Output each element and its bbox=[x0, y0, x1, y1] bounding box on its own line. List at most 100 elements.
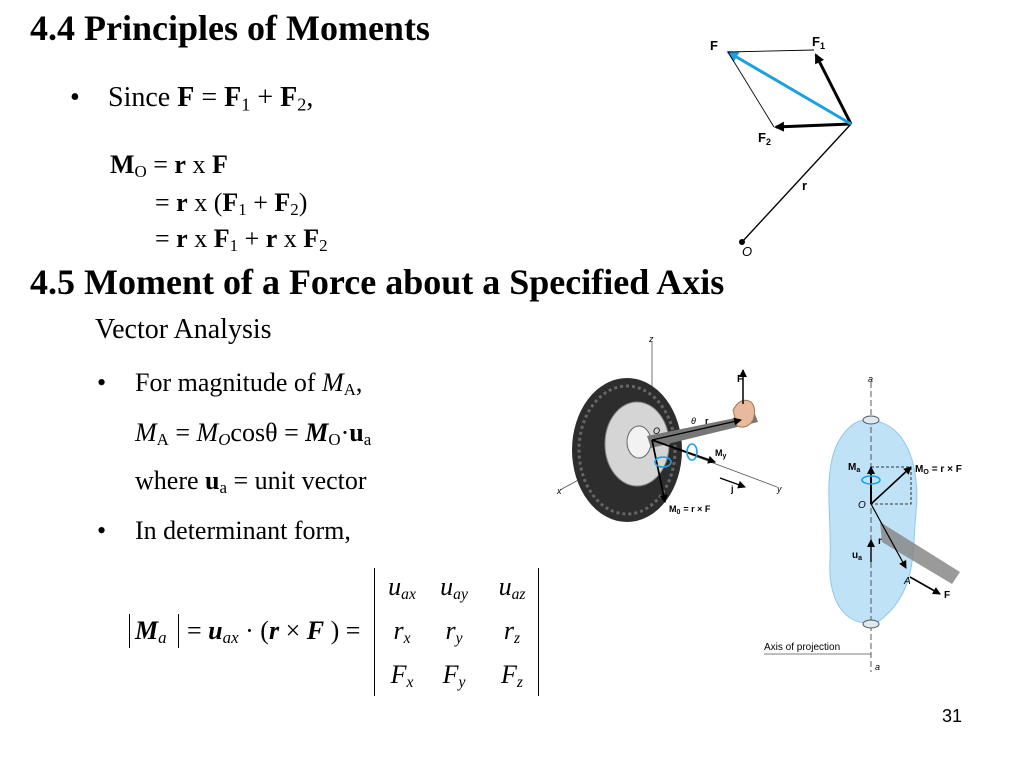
label-r: r bbox=[802, 178, 807, 193]
parallelogram-edge bbox=[727, 49, 815, 53]
sym-r: r bbox=[176, 224, 188, 253]
label-O: O bbox=[858, 500, 866, 511]
comma: , bbox=[355, 368, 363, 397]
moment-arc bbox=[861, 475, 881, 485]
label-a-top: a bbox=[868, 374, 873, 384]
sym-u: u bbox=[208, 616, 223, 645]
bullet: • bbox=[97, 368, 107, 397]
eq-sign: = bbox=[153, 150, 168, 179]
equation-line-1: MO = r x F bbox=[110, 150, 228, 180]
sub-A: A bbox=[343, 380, 356, 400]
force-arrow bbox=[909, 576, 941, 595]
label-y: y bbox=[776, 484, 782, 494]
title-principles-of-moments: 4.4 Principles of Moments bbox=[30, 8, 430, 48]
lhs-Ma: Ma bbox=[135, 616, 167, 646]
equation-MA: MA = MOcosθ = MO·ua bbox=[135, 418, 371, 448]
sub-O: O bbox=[218, 430, 231, 450]
sym-M: M bbox=[196, 418, 219, 447]
r-vector bbox=[651, 417, 742, 441]
subtitle-vector-analysis: Vector Analysis bbox=[95, 314, 272, 345]
sym-u: u bbox=[205, 466, 220, 495]
sym-M: M bbox=[135, 616, 159, 645]
bullet-determinant: • In determinant form, bbox=[97, 516, 351, 546]
lparen: ( bbox=[260, 616, 269, 645]
det-cell: Fz bbox=[501, 660, 523, 691]
eq-sign: = bbox=[284, 418, 299, 447]
mo-vector bbox=[870, 466, 912, 505]
sub-a: a bbox=[158, 628, 167, 648]
det-cell: rz bbox=[503, 616, 521, 647]
hub bbox=[626, 425, 652, 459]
sub-1: 1 bbox=[229, 236, 239, 256]
det-cell: Fy bbox=[442, 660, 466, 691]
plus-sign: + bbox=[244, 224, 260, 253]
comma: , bbox=[306, 82, 314, 113]
theta: θ bbox=[265, 418, 278, 447]
eq-sign: = bbox=[155, 188, 170, 217]
label-F: F bbox=[737, 374, 743, 385]
label-r: r bbox=[705, 416, 709, 426]
lhs-rhs-expression: = uax · (r × F ) = bbox=[187, 616, 360, 646]
label-ua: ua bbox=[852, 550, 862, 562]
f2-arrow bbox=[774, 121, 852, 132]
lparen: ( bbox=[213, 188, 223, 217]
plus-sign: + bbox=[253, 188, 268, 217]
sub-2: 2 bbox=[297, 94, 307, 115]
where-line: where ua = unit vector bbox=[135, 466, 367, 496]
label-z: z bbox=[648, 334, 654, 344]
label-F: F bbox=[710, 38, 718, 53]
parallelogram-edge bbox=[727, 51, 775, 128]
sym-F: F bbox=[213, 224, 230, 253]
label-a-bottom: a bbox=[875, 662, 880, 672]
sub-ax: ax bbox=[222, 628, 239, 648]
cross-x: x bbox=[194, 224, 208, 253]
sym-r: r bbox=[174, 150, 186, 179]
eq-sign: = bbox=[345, 616, 361, 645]
label-F: F bbox=[944, 590, 950, 601]
where-word: where bbox=[135, 466, 199, 495]
sym-F: F bbox=[211, 150, 228, 179]
eq-sign: = bbox=[175, 418, 191, 447]
sym-F: F bbox=[303, 224, 320, 253]
sym-F: F bbox=[224, 82, 242, 113]
det-cell: Fx bbox=[390, 660, 414, 691]
label-A: A bbox=[903, 576, 911, 587]
since-word: Since bbox=[108, 82, 171, 113]
bullet: • bbox=[97, 516, 107, 545]
sym-r: r bbox=[176, 188, 188, 217]
dot: · bbox=[340, 418, 350, 447]
bullet-magnitude: •For magnitude of MA, bbox=[97, 368, 362, 398]
label-F2: F2 bbox=[758, 130, 771, 147]
origin-point bbox=[739, 239, 745, 245]
title-moment-about-axis: 4.5 Moment of a Force about a Specified … bbox=[30, 262, 725, 302]
axis-projection-figure: a a Ma MO= r × F O r ua A F Axis of proj… bbox=[764, 374, 962, 672]
sym-F: F bbox=[306, 616, 325, 645]
r-vector-line bbox=[741, 123, 852, 243]
hand bbox=[732, 399, 756, 428]
det-cell: uaz bbox=[498, 572, 526, 603]
determinant-matrix: uax uay uaz rx ry rz Fx Fy Fz bbox=[372, 566, 542, 698]
bullet-text: In determinant form, bbox=[135, 516, 351, 545]
f-resultant-arrow bbox=[726, 50, 852, 126]
label-F1: F1 bbox=[812, 34, 825, 51]
sym-u: u bbox=[349, 418, 364, 447]
sub-a: a bbox=[363, 430, 372, 450]
cross-x: x bbox=[192, 150, 206, 179]
page-number: 31 bbox=[942, 706, 963, 726]
abs-bar-left bbox=[129, 614, 130, 648]
sym-F: F bbox=[280, 82, 298, 113]
unit-vector-text: unit vector bbox=[254, 466, 367, 495]
sym-F: F bbox=[222, 188, 239, 217]
dot: · bbox=[245, 616, 254, 645]
sym-F: F bbox=[274, 188, 291, 217]
label-O: O bbox=[742, 244, 752, 259]
sym-F: F bbox=[177, 82, 195, 113]
label-M0: M0= r × F bbox=[669, 504, 711, 516]
det-bar-right bbox=[538, 568, 539, 696]
eq-sign: = bbox=[155, 224, 170, 253]
cross-x: x bbox=[283, 224, 297, 253]
eq-sign: = bbox=[187, 616, 202, 645]
sym-M: M bbox=[135, 418, 157, 447]
eq-sign: = bbox=[201, 82, 218, 113]
sub-2: 2 bbox=[290, 200, 299, 220]
